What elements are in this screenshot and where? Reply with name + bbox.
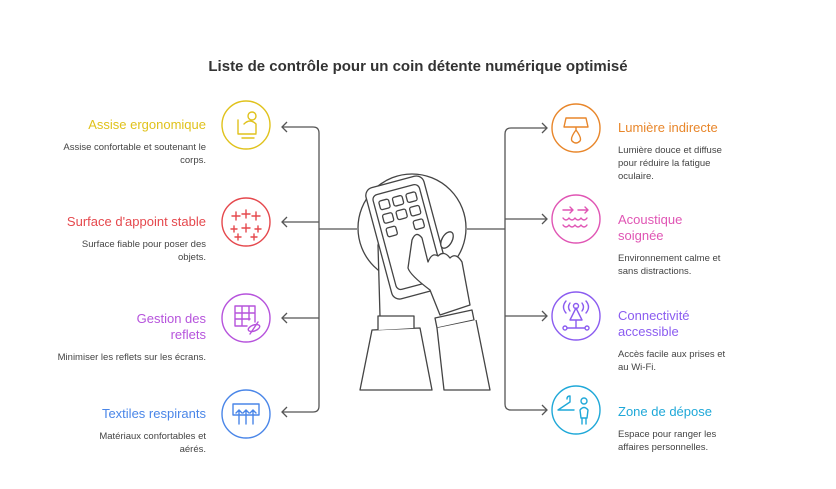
- item-zone-depose: Zone de dépose Espace pour ranger les af…: [618, 404, 768, 454]
- item-gestion-reflets: Gestion des reflets Minimiser les reflet…: [56, 311, 206, 364]
- hands-tablet-icon: [357, 173, 491, 391]
- hanger-person-icon: [551, 385, 601, 435]
- item-textiles-respirants: Textiles respirants Matériaux confortabl…: [56, 406, 206, 456]
- item-description: Matériaux confortables et aérés.: [99, 431, 206, 455]
- item-description: Surface fiable pour poser des objets.: [81, 239, 206, 263]
- item-description: Assise confortable et soutenant le corps…: [63, 142, 206, 166]
- item-title: Textiles respirants: [101, 406, 206, 421]
- glare-grid-icon: [221, 293, 271, 343]
- item-description: Accès facile aux prises et au Wi-Fi.: [618, 349, 726, 373]
- breathable-fabric-icon: [221, 389, 271, 439]
- item-title: Surface d'appoint stable: [66, 214, 206, 229]
- item-lumiere-indirecte: Lumière indirecte Lumière douce et diffu…: [618, 120, 768, 183]
- item-description: Minimiser les reflets sur les écrans.: [57, 352, 206, 363]
- sound-waves-icon: [551, 194, 601, 244]
- item-connectivite-accessible: Connectivité accessible Accès facile aux…: [618, 308, 768, 374]
- item-description: Environnement calme et sans distractions…: [618, 253, 721, 277]
- connectors: [281, 121, 548, 418]
- item-description: Lumière douce et diffuse pour réduire la…: [618, 145, 722, 182]
- antenna-icon: [551, 291, 601, 341]
- item-description: Espace pour ranger les affaires personne…: [618, 429, 717, 453]
- item-surface-appoint: Surface d'appoint stable Surface fiable …: [56, 214, 206, 264]
- item-title: Gestion des reflets: [136, 311, 206, 342]
- page-title: Liste de contrôle pour un coin détente n…: [208, 58, 628, 75]
- item-title: Lumière indirecte: [618, 120, 718, 135]
- lamp-icon: [551, 103, 601, 153]
- item-title: Zone de dépose: [618, 404, 712, 419]
- item-title: Connectivité accessible: [618, 308, 690, 339]
- plus-grid-icon: [221, 197, 271, 247]
- item-assise-ergonomique: Assise ergonomique Assise confortable et…: [56, 117, 206, 167]
- item-acoustique-soignee: Acoustique soignée Environnement calme e…: [618, 212, 768, 278]
- item-title: Acoustique soignée: [618, 212, 683, 243]
- item-title: Assise ergonomique: [88, 117, 206, 132]
- ergonomic-seat-icon: [221, 100, 271, 150]
